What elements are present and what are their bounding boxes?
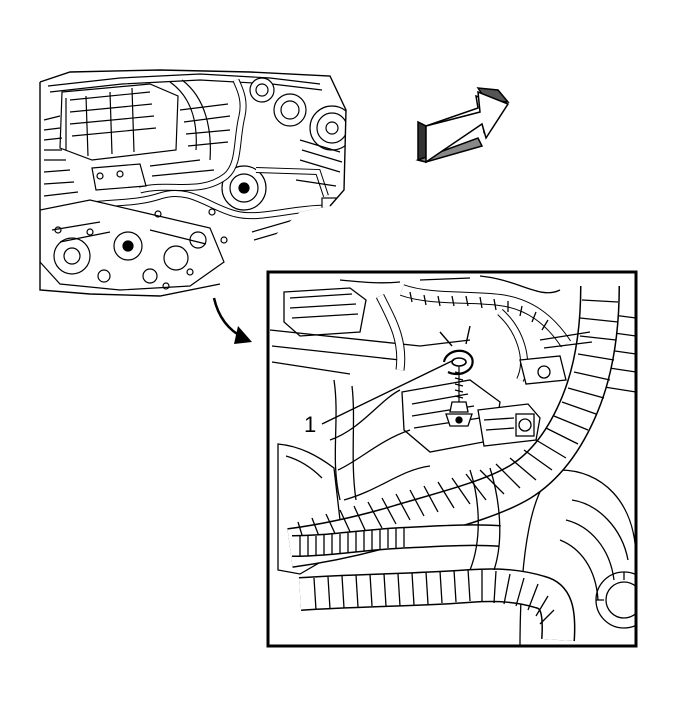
callout-label-1: 1 [304, 412, 316, 437]
zoom-curved-arrow-icon [212, 297, 252, 344]
detail-inset: 1 [266, 270, 638, 648]
detail-inset-frame [266, 270, 638, 648]
callout-leader-line [321, 359, 455, 425]
engine-overview-outline [39, 69, 347, 297]
ground-bolt [442, 349, 474, 427]
engine-overview [40, 70, 346, 296]
view-direction-arrow-icon [415, 87, 510, 164]
